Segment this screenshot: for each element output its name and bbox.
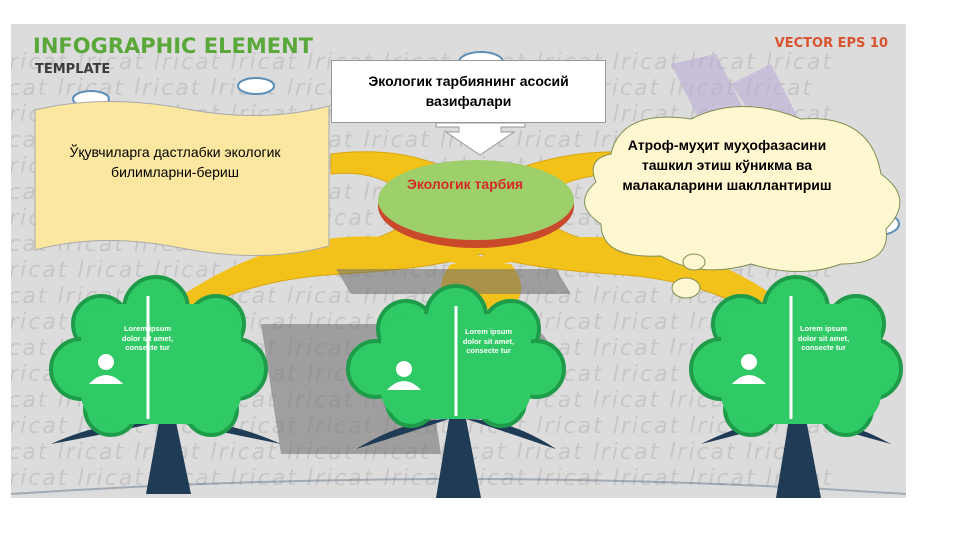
center-label: Экологик тарбия xyxy=(406,176,524,192)
wave-card xyxy=(34,100,330,257)
header-title: INFOGRAPHIC ELEMENT xyxy=(33,34,313,58)
callout-arrow xyxy=(435,122,526,156)
tree-right xyxy=(689,275,903,498)
center-ellipse xyxy=(378,160,574,248)
tree-left xyxy=(49,275,281,494)
thought-cloud-text: Атроф-муҳит муҳофазасини ташкил этиш кўн… xyxy=(622,137,832,193)
header-subtitle: TEMPLATE xyxy=(35,62,111,77)
tree-right-text: Lorem ipsum dolor sit amet, consecte tur xyxy=(797,324,850,352)
ground-line xyxy=(11,478,906,495)
infographic-slide: lricat lricat lricat lricat lricat lrica… xyxy=(11,24,906,498)
callout-text: Экологик тарбиянинг асосий вазифалари xyxy=(368,73,569,109)
callout-box: Экологик тарбиянинг асосий вазифалари xyxy=(331,60,606,123)
tree-left-text: Lorem ipsum dolor sit amet, consecte tur xyxy=(121,324,174,352)
infographic-graphics xyxy=(11,51,906,498)
thought-cloud xyxy=(584,106,901,299)
tree-middle xyxy=(346,284,566,498)
tree-middle-text: Lorem ipsum dolor sit amet, consecte tur xyxy=(462,327,515,355)
header-vector-label: VECTOR EPS 10 xyxy=(774,36,888,51)
wave-card-text: Ўқувчиларга дастлабки экологик билимларн… xyxy=(69,144,281,180)
